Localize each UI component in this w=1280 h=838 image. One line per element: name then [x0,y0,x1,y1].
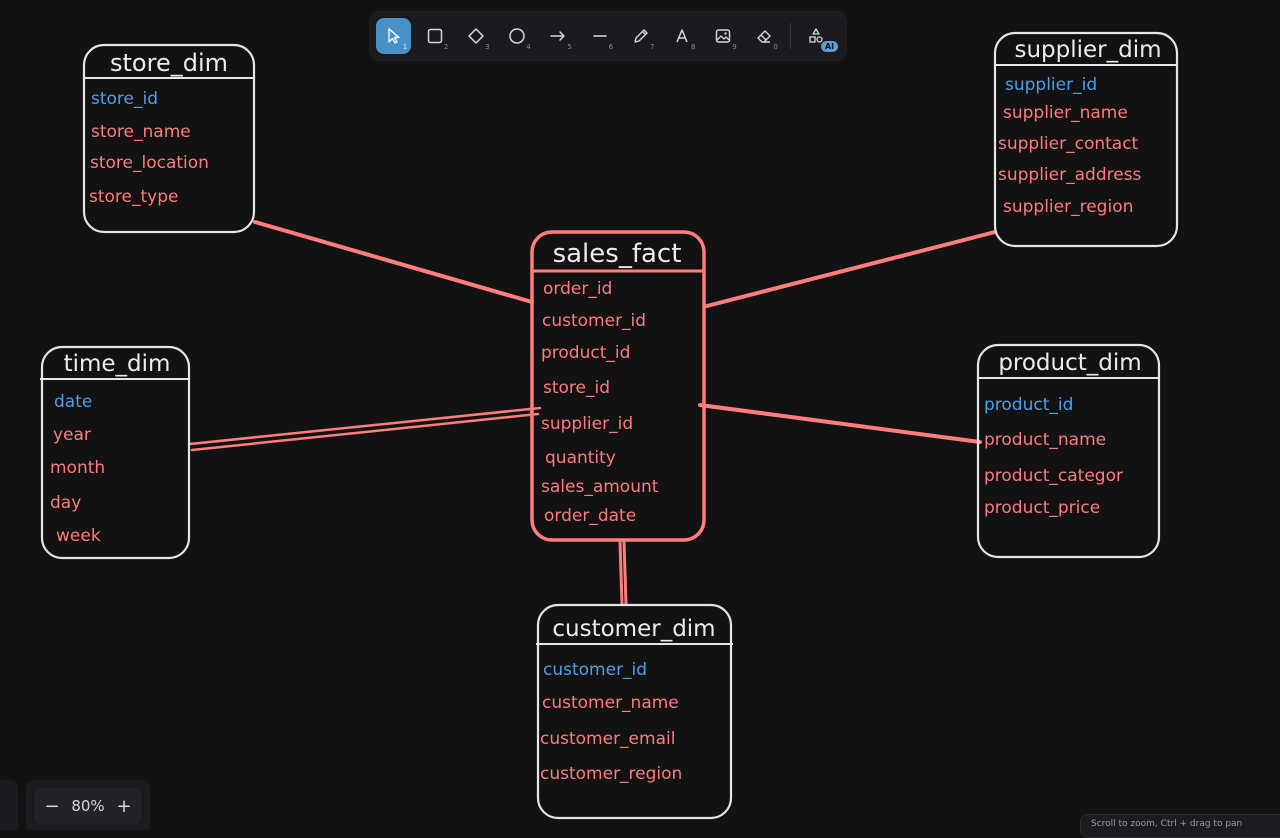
zoom-in-button[interactable]: + [116,795,132,817]
zoom-inner: − 80% + [34,788,142,824]
extra-tools-button[interactable]: AI [799,18,839,54]
table-product-dim[interactable]: product_dim product_id product_name prod… [976,343,1161,559]
shortcut-key: 8 [691,43,696,51]
primary-key: customer_id [543,660,647,680]
shortcut-key: 4 [526,43,531,51]
field: store_type [89,187,178,207]
field: store_name [91,122,191,142]
field: product_categor [984,466,1123,486]
table-sales-fact[interactable]: sales_fact order_id customer_id product_… [530,230,706,542]
field: store_location [90,153,209,173]
relationship-lines [188,220,997,606]
field: customer_id [542,311,646,331]
link-time-to-sales[interactable] [188,406,542,446]
link-supplier-to-sales[interactable] [705,230,997,308]
table-store-dim[interactable]: store_dim store_id store_name store_loca… [82,43,256,234]
table-title: sales_fact [553,239,682,269]
diamond-icon [468,28,484,44]
link-store-to-sales[interactable] [253,220,534,304]
shortcut-key: 0 [773,43,778,51]
primary-key: store_id [91,89,158,109]
ellipse-tool-button[interactable]: 4 [500,18,535,54]
field: store_id [543,378,610,398]
drawing-toolbar: 1 2 3 4 5 6 7 8 9 0 AI [370,12,846,60]
shortcut-key: 5 [567,43,572,51]
draw-tool-button[interactable]: 7 [623,18,658,54]
image-tool-button[interactable]: 9 [706,18,741,54]
field: week [56,526,101,546]
line-tool-button[interactable]: 6 [582,18,617,54]
field: quantity [545,448,616,468]
toolbar-divider [789,23,791,49]
rectangle-tool-button[interactable]: 2 [417,18,452,54]
shortcut-key: 7 [649,43,655,51]
shortcut-key: 1 [402,43,408,51]
selection-tool-button[interactable]: 1 [376,18,412,54]
field: supplier_contact [998,134,1139,154]
table-time-dim[interactable]: time_dim date year month day week [40,345,191,560]
ellipse-icon [509,28,525,44]
table-title: store_dim [110,49,228,77]
diamond-tool-button[interactable]: 3 [458,18,493,54]
cursor-icon [387,28,400,44]
field: order_id [543,279,612,299]
primary-key: product_id [984,395,1073,415]
eraser-tool-button[interactable]: 0 [747,18,782,54]
table-title: customer_dim [552,616,715,642]
link-time-to-sales-2[interactable] [190,412,540,452]
field: order_date [544,506,636,526]
menu-panel-edge[interactable] [0,780,18,830]
field: customer_email [540,729,675,749]
field: sales_amount [541,477,659,497]
link-customer-to-sales[interactable] [618,540,628,606]
image-icon [715,29,731,43]
zoom-level[interactable]: 80% [71,797,105,815]
field: customer_name [542,693,679,713]
shortcut-key: 6 [608,43,614,51]
hint-toast: Scroll to zoom, Ctrl + drag to pan [1080,814,1280,838]
field: supplier_region [1003,197,1133,217]
pencil-icon [634,29,648,43]
shortcut-key: 3 [485,43,490,51]
field: supplier_address [998,165,1142,185]
text-icon [676,29,688,43]
arrow-tool-button[interactable]: 5 [541,18,576,54]
zoom-out-button[interactable]: − [44,795,60,817]
rectangle-icon [427,28,443,44]
primary-key: date [54,392,92,412]
field: year [53,425,91,445]
field: product_id [541,343,630,363]
table-title: supplier_dim [1014,37,1161,63]
field: customer_region [540,764,682,784]
shapes-library-icon [809,28,824,43]
eraser-icon [757,30,771,43]
link-product-to-sales[interactable] [698,403,982,444]
shortcut-key: 9 [732,43,737,51]
primary-key: supplier_id [1005,75,1097,95]
arrow-icon [550,31,566,41]
field: supplier_id [541,414,633,434]
shortcut-key: 2 [443,43,449,51]
table-title: time_dim [64,351,171,377]
field: month [50,458,105,478]
field: product_name [984,430,1106,450]
field: product_price [984,498,1100,518]
table-customer-dim[interactable]: customer_dim customer_id customer_name c… [536,603,733,820]
table-supplier-dim[interactable]: supplier_dim supplier_id supplier_name s… [993,31,1179,248]
zoom-controls: − 80% + [26,780,150,830]
field: day [50,493,81,513]
ai-badge: AI [820,41,839,52]
table-title: product_dim [998,350,1141,376]
text-tool-button[interactable]: 8 [664,18,699,54]
line-icon [592,35,607,37]
field: supplier_name [1003,103,1128,123]
